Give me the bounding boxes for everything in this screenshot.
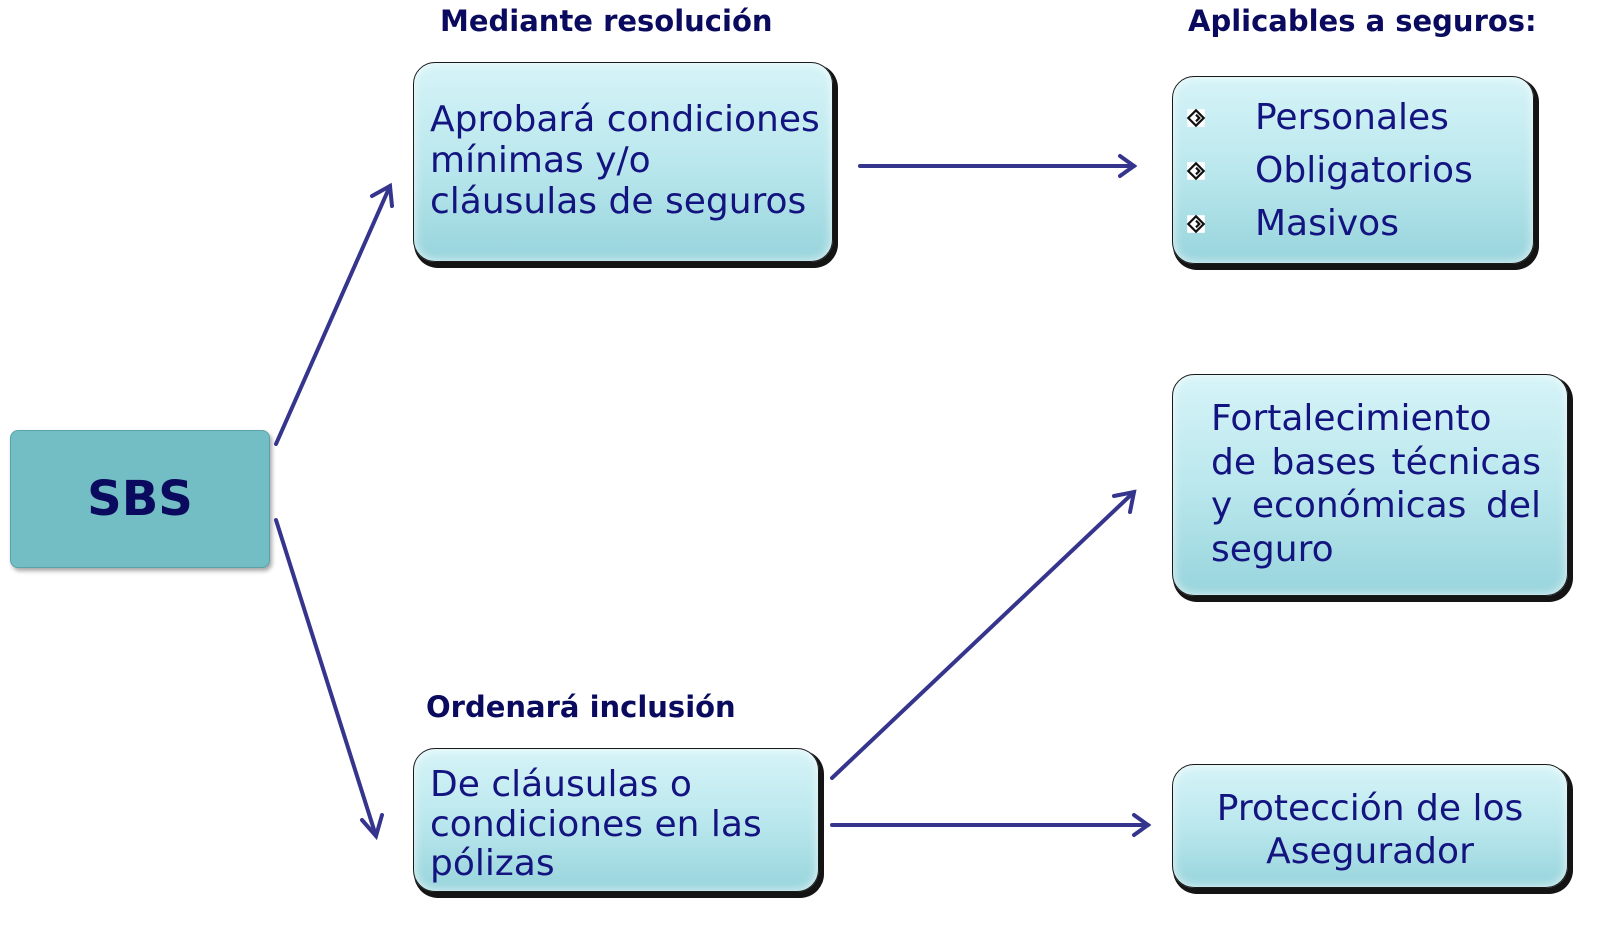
text-line: y económicas del — [1211, 485, 1541, 527]
text-line: pólizas — [430, 843, 555, 885]
diamond-bullet-icon — [1186, 108, 1206, 127]
box-aprobara-text: Aprobará condiciones mínimas y/o cláusul… — [430, 99, 832, 222]
text-line: de bases técnicas — [1211, 441, 1541, 483]
heading-aplicables-a-seguros: Aplicables a seguros: — [1188, 4, 1537, 38]
arrowhead-icon — [360, 813, 384, 841]
heading-mediante-resolucion: Mediante resolución — [440, 4, 773, 38]
diamond-bullet-icon — [1186, 161, 1206, 180]
arrowhead-icon — [1112, 489, 1137, 514]
arrow-sbs-to-clausulas — [274, 518, 378, 838]
arrow-clausulas-to-fortalecimiento — [830, 490, 1136, 780]
box-proteccion: Protección de los Asegurador — [1172, 764, 1568, 888]
list-item: Masivos — [1173, 197, 1533, 250]
text-line: cláusulas de seguros — [430, 181, 807, 223]
text-line: Protección de los — [1216, 788, 1524, 829]
box-aprobara-condiciones: Aprobará condiciones mínimas y/o cláusul… — [413, 62, 833, 262]
text-line: condiciones en las — [430, 803, 762, 845]
text-line: Aprobará condiciones — [430, 99, 820, 140]
sbs-label: SBS — [87, 471, 193, 527]
seguros-list: Personales Obligatorios Masivos — [1173, 91, 1533, 250]
text-line: mínimas y/o — [430, 140, 651, 182]
list-item: Personales — [1173, 91, 1533, 144]
arrowhead-icon — [1132, 813, 1152, 837]
list-item-label: Obligatorios — [1255, 150, 1473, 191]
box-clausulas-text: De cláusulas o condiciones en las póliza… — [430, 765, 818, 884]
box-proteccion-text: Protección de los Asegurador — [1173, 787, 1567, 873]
text-line: Asegurador — [1266, 831, 1474, 873]
list-item-label: Personales — [1255, 97, 1449, 138]
diamond-bullet-icon — [1186, 214, 1206, 233]
list-item-label: Masivos — [1255, 203, 1399, 244]
box-tipos-de-seguros: Personales Obligatorios Masivos — [1172, 76, 1534, 264]
box-fortalecimiento: Fortalecimiento de bases técnicas y econ… — [1172, 374, 1568, 596]
heading-ordenara-inclusion: Ordenará inclusión — [426, 690, 736, 724]
box-fortalecimiento-text: Fortalecimiento de bases técnicas y econ… — [1211, 397, 1541, 571]
arrow-sbs-to-aprobara — [274, 184, 392, 446]
box-clausulas-condiciones: De cláusulas o condiciones en las póliza… — [413, 748, 819, 892]
list-item: Obligatorios — [1173, 144, 1533, 197]
text-line: Fortalecimiento — [1211, 398, 1492, 439]
sbs-node: SBS — [10, 430, 270, 568]
text-line: De cláusulas o — [430, 764, 692, 805]
arrowhead-icon — [1118, 154, 1138, 178]
text-line: seguro — [1211, 528, 1334, 570]
arrowhead-icon — [370, 182, 394, 208]
